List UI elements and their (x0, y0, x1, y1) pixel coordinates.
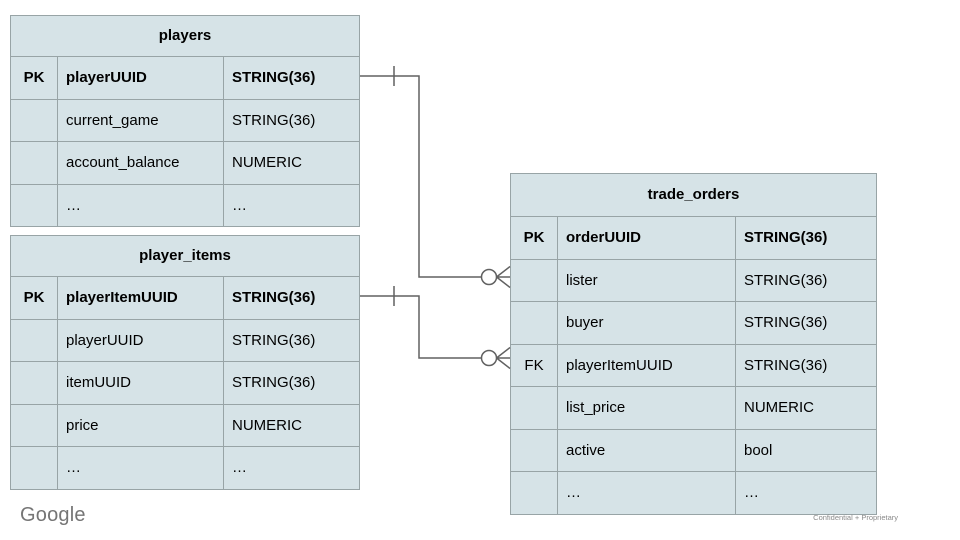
cell-name: current_game (58, 99, 224, 141)
cell-name: playerItemUUID (558, 344, 736, 386)
cell-name: lister (558, 259, 736, 301)
cell-name: price (58, 404, 224, 446)
table-row: PK playerUUID STRING(36) (11, 56, 359, 99)
cell-key (11, 99, 58, 141)
cell-name: list_price (558, 387, 736, 429)
erd-table-trade-orders: trade_orders PK orderUUID STRING(36) lis… (510, 173, 877, 515)
confidential-label: Confidential + Proprietary (813, 513, 898, 522)
cell-key: PK (11, 277, 58, 319)
zero-or-many-icon (480, 349, 498, 367)
cell-key (11, 447, 58, 489)
cell-key (511, 387, 558, 429)
cell-key (11, 362, 58, 404)
table-row: itemUUID STRING(36) (11, 361, 359, 404)
connector-players-to-trade-orders (360, 66, 511, 289)
table-row: price NUMERIC (11, 403, 359, 446)
cell-key (11, 184, 58, 226)
cell-name: buyer (558, 302, 736, 344)
connector-player-items-to-trade-orders (360, 286, 511, 370)
cell-key (511, 429, 558, 471)
cell-name: account_balance (58, 142, 224, 184)
cell-name: active (558, 429, 736, 471)
table-title: trade_orders (647, 186, 740, 203)
cell-type: STRING(36) (232, 111, 316, 129)
zero-or-many-icon (480, 268, 498, 286)
erd-table-player-items: player_items PK playerItemUUID STRING(36… (10, 235, 360, 490)
table-row: … … (511, 471, 876, 514)
cell-type: STRING(36) (232, 374, 316, 391)
cell-name: playerUUID (58, 57, 224, 99)
cell-type: STRING(36) (744, 314, 828, 331)
table-title: players (158, 27, 212, 44)
cell-key: PK (511, 217, 558, 259)
cell-name: orderUUID (558, 217, 736, 259)
table-row: account_balance NUMERIC (11, 141, 359, 184)
table-row: lister STRING(36) (511, 258, 876, 301)
cell-type: STRING(36) (232, 289, 316, 306)
cell-key (511, 302, 558, 344)
cell-type: NUMERIC (232, 416, 302, 434)
erd-table-players: players PK playerUUID STRING(36) current… (10, 15, 360, 227)
cell-key: PK (11, 57, 58, 99)
cell-name: … (558, 472, 736, 514)
cell-name: … (58, 184, 224, 226)
table-row: playerUUID STRING(36) (11, 318, 359, 361)
cell-type: … (232, 196, 247, 214)
connector-line (360, 75, 481, 278)
cell-type: STRING(36) (744, 271, 828, 289)
table-row: list_price NUMERIC (511, 386, 876, 429)
cell-name: playerItemUUID (58, 277, 224, 319)
table-row: … … (11, 183, 359, 226)
table-title: player_items (139, 247, 231, 264)
cell-type: … (232, 459, 247, 476)
cell-type: NUMERIC (232, 154, 302, 171)
table-row: current_game STRING(36) (11, 98, 359, 141)
cell-type: bool (744, 441, 773, 459)
cell-type: STRING(36) (744, 356, 828, 374)
cell-type: … (744, 484, 759, 501)
cell-key (11, 142, 58, 184)
crow-foot-icon (496, 265, 511, 289)
cell-key (511, 259, 558, 301)
cell-key: FK (511, 344, 558, 386)
cell-type: STRING(36) (232, 69, 316, 86)
crow-foot-icon (496, 346, 511, 370)
cell-name: itemUUID (58, 362, 224, 404)
cell-key (11, 404, 58, 446)
cell-key (11, 319, 58, 361)
table-row: PK playerItemUUID STRING(36) (11, 276, 359, 319)
table-row: FK playerItemUUID STRING(36) (511, 343, 876, 386)
cell-key (511, 472, 558, 514)
cell-type: STRING(36) (744, 229, 828, 246)
cell-name: playerUUID (58, 319, 224, 361)
cell-name: … (58, 447, 224, 489)
cell-type: NUMERIC (744, 399, 814, 416)
google-logo: Google (20, 504, 86, 526)
connector-line (360, 295, 481, 359)
table-row: active bool (511, 428, 876, 471)
table-row: buyer STRING(36) (511, 301, 876, 344)
cell-type: STRING(36) (232, 331, 316, 349)
table-row: PK orderUUID STRING(36) (511, 216, 876, 259)
table-row: … … (11, 446, 359, 489)
